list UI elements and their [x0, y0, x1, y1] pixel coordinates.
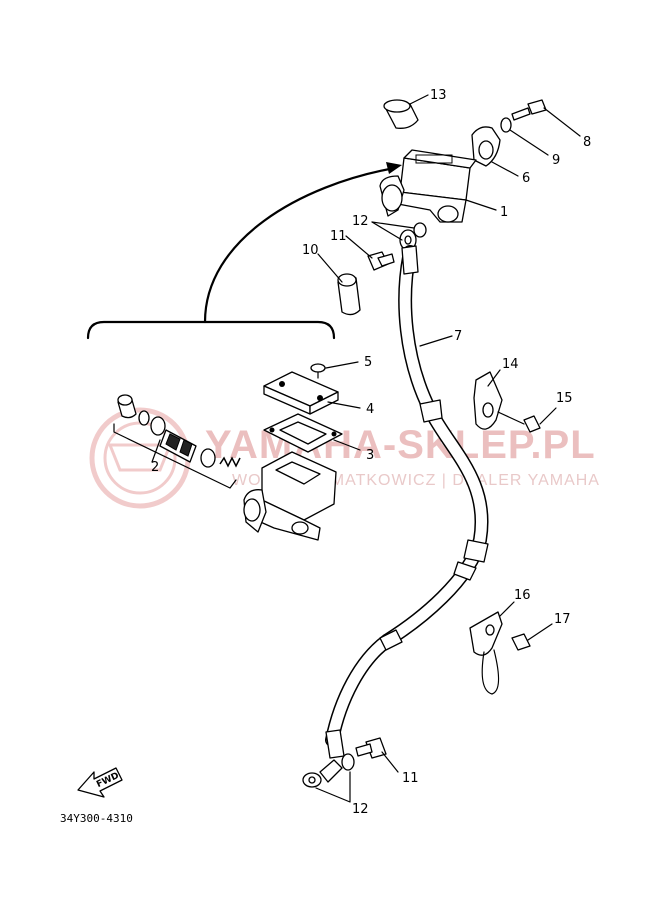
part-3-diaphragm: [263, 413, 361, 453]
part-6-clamp: [471, 126, 519, 177]
part-8-bolt: [511, 99, 581, 137]
part-17-bolt: [511, 623, 553, 651]
part-5-screw: [310, 361, 359, 379]
part-10-boot: [317, 253, 361, 316]
callout-1: 1: [500, 205, 508, 220]
callout-10: 10: [302, 243, 319, 258]
exploded-view-bracket: [86, 162, 402, 340]
part-1-master-cylinder: [379, 149, 497, 223]
callout-14: 14: [502, 357, 519, 372]
part-11-top-union-bolt: [345, 235, 395, 271]
part-15-bolt: [523, 407, 557, 433]
callout-3: 3: [366, 448, 374, 463]
callout-4: 4: [366, 402, 374, 417]
callout-11-bottom: 11: [402, 771, 419, 786]
callout-12-bottom: 12: [352, 802, 369, 817]
forward-direction-arrow: FWD: [77, 767, 123, 798]
callout-17: 17: [554, 612, 571, 627]
part-16-bracket: [469, 601, 515, 695]
callout-11-top: 11: [330, 229, 347, 244]
master-cylinder-body: [243, 451, 337, 541]
callout-12-top: 12: [352, 214, 369, 229]
part-11-bottom-union-bolt: [355, 737, 399, 773]
callout-2: 2: [151, 460, 159, 475]
callout-labels: 1 2 3 4 5 6 7 8 9 10 11 11 12 12 13 14 1…: [151, 88, 591, 817]
part-14-hose-guide: [473, 369, 525, 430]
callout-9: 9: [552, 153, 560, 168]
diagram-code: 34Y300-4310: [60, 812, 133, 825]
callout-6: 6: [522, 171, 530, 186]
part-4-cap: [263, 371, 361, 415]
part-7-brake-hose: [325, 245, 489, 759]
callout-13: 13: [430, 88, 447, 103]
part-12-bottom-washers: [302, 753, 355, 803]
callout-7: 7: [454, 329, 462, 344]
callout-8: 8: [583, 135, 591, 150]
callout-16: 16: [514, 588, 531, 603]
callout-5: 5: [364, 355, 372, 370]
callout-15: 15: [556, 391, 573, 406]
part-9-washer: [500, 117, 549, 156]
part-13-cap: [383, 94, 429, 129]
part-12-top-washers: [371, 221, 427, 251]
part-2-piston-kit: [113, 394, 241, 489]
